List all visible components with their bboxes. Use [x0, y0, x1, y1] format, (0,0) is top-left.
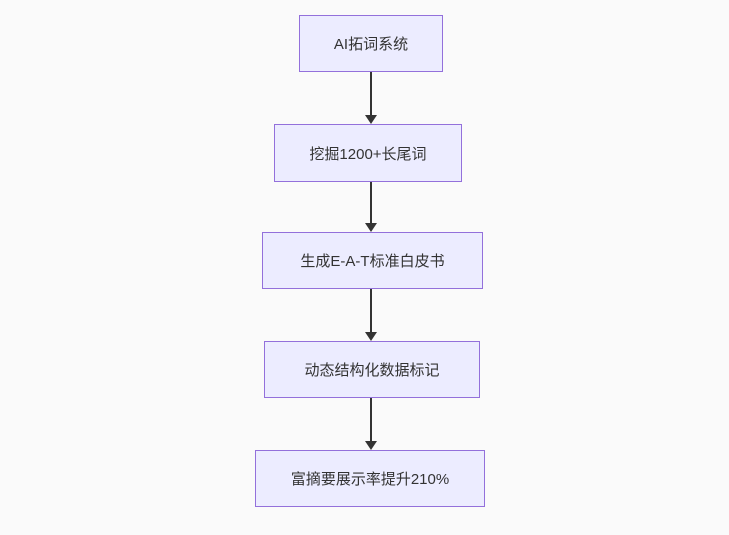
node-label: 挖掘1200+长尾词	[309, 145, 427, 163]
flowchart-node-eat-whitepaper: 生成E-A-T标准白皮书	[262, 232, 483, 289]
node-label: 生成E-A-T标准白皮书	[300, 253, 445, 270]
arrow-head-icon	[365, 115, 377, 124]
arrow-line	[370, 182, 372, 223]
flow-arrow-2	[365, 182, 377, 232]
arrow-head-icon	[365, 332, 377, 341]
flow-arrow-1	[365, 72, 377, 124]
flow-arrow-4	[365, 398, 377, 450]
node-label: 富摘要展示率提升210%	[290, 471, 450, 488]
flowchart-node-ai-expansion-system: AI拓词系统	[299, 15, 443, 72]
arrow-line	[370, 289, 372, 332]
arrow-line	[370, 72, 372, 115]
node-label: AI拓词系统	[333, 36, 409, 53]
node-label: 动态结构化数据标记	[304, 362, 440, 379]
flowchart-node-structured-data-markup: 动态结构化数据标记	[264, 341, 480, 398]
arrow-line	[370, 398, 372, 441]
flow-arrow-3	[365, 289, 377, 341]
arrow-head-icon	[365, 441, 377, 450]
arrow-head-icon	[365, 223, 377, 232]
flowchart-node-longtail-mining: 挖掘1200+长尾词	[274, 124, 462, 182]
flowchart-node-rich-snippet-uplift: 富摘要展示率提升210%	[255, 450, 485, 507]
